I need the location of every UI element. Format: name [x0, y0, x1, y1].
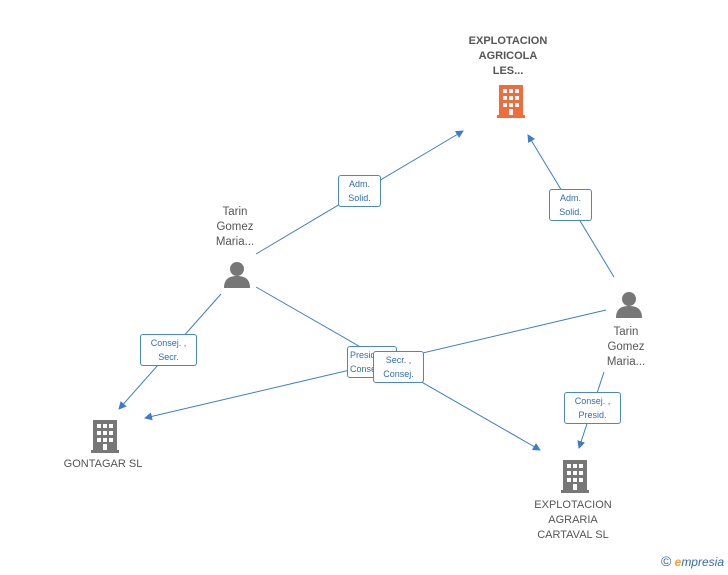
edge-label-line: Consej. ,: [574, 396, 611, 406]
gontagar-label[interactable]: GONTAGAR SL: [63, 458, 143, 470]
edge-label-consej-presid: Consej. , Presid.: [564, 392, 621, 424]
copyright-icon: ©: [660, 553, 672, 569]
edge-label-line: Presid.: [578, 410, 607, 420]
edge-label-line: Consej.: [383, 369, 414, 379]
person-icon-tarin-2[interactable]: [616, 292, 642, 318]
edge-label-line: Solid.: [559, 207, 582, 217]
building-icon-main[interactable]: [497, 85, 525, 118]
explotacion-agraria-label[interactable]: EXPLOTACION AGRARIA CARTAVAL SL: [534, 499, 612, 541]
brand-name: mpresia: [681, 555, 724, 569]
explotacion-agricola-label[interactable]: EXPLOTACION AGRICOLA LES...: [468, 35, 548, 77]
brand-e: e: [674, 555, 682, 569]
edge-label-line: Secr.: [158, 352, 179, 362]
edge-label-adm-solid-1: Adm. Solid.: [338, 175, 381, 207]
building-icon-gontagar[interactable]: [91, 420, 119, 453]
edge-label-line: Consej. ,: [150, 338, 187, 348]
edge-label-line: Solid.: [348, 193, 371, 203]
tarin-1-label[interactable]: Tarin Gomez Maria...: [215, 206, 255, 248]
edge-label-line: Adm.: [559, 193, 581, 203]
edge-label-secr-consej: Secr. , Consej.: [373, 351, 424, 383]
edge-label-line: Presid. ,: [350, 350, 384, 360]
edge-label-consej-secr: Consej. , Secr.: [140, 334, 197, 366]
building-icon-explotacion-agraria[interactable]: [561, 460, 589, 493]
empresia-brand[interactable]: © empresia: [661, 553, 724, 569]
edge-label-adm-solid-2: Adm. Solid.: [549, 189, 592, 221]
edge-label-line: Consej.: [350, 364, 381, 374]
person-icon-tarin-1[interactable]: [224, 262, 250, 288]
edge-label-line: Adm.: [348, 179, 370, 189]
edge-label-line: Secr. ,: [385, 355, 412, 365]
tarin-2-label[interactable]: Tarin Gomez Maria...: [606, 326, 646, 368]
